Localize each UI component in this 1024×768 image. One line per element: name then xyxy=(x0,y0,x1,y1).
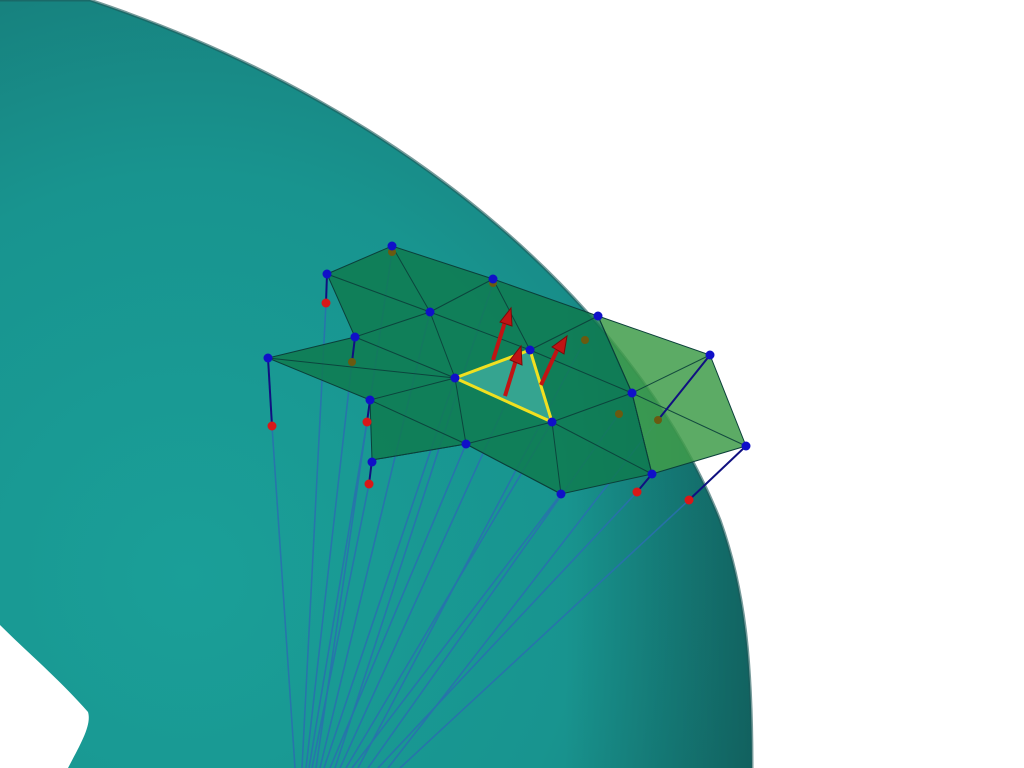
vertex-marker xyxy=(547,417,557,427)
selected-face[interactable] xyxy=(453,348,554,424)
vertex-marker xyxy=(627,388,637,398)
vertex-marker xyxy=(387,241,397,251)
normal-arrow xyxy=(539,334,568,386)
normal-arrows xyxy=(491,306,568,397)
vertex-markers[interactable] xyxy=(263,241,751,499)
vertex-marker xyxy=(365,395,375,405)
vertex-marker xyxy=(593,311,603,321)
vertex-marker xyxy=(450,373,460,383)
vertex-marker xyxy=(425,307,435,317)
vertex-marker xyxy=(705,350,715,360)
vertex-marker xyxy=(350,332,360,342)
vertex-marker xyxy=(322,269,332,279)
vertex-marker xyxy=(741,441,751,451)
vertex-marker xyxy=(263,353,273,363)
vertex-marker xyxy=(647,469,657,479)
normal-arrow xyxy=(491,306,513,361)
normal-arrow xyxy=(503,344,523,397)
vertex-marker xyxy=(461,439,471,449)
vertex-marker xyxy=(367,457,377,467)
vertex-marker xyxy=(488,274,498,284)
vertex-marker xyxy=(525,345,535,355)
projected-markers xyxy=(267,298,694,505)
vertex-marker xyxy=(556,489,566,499)
